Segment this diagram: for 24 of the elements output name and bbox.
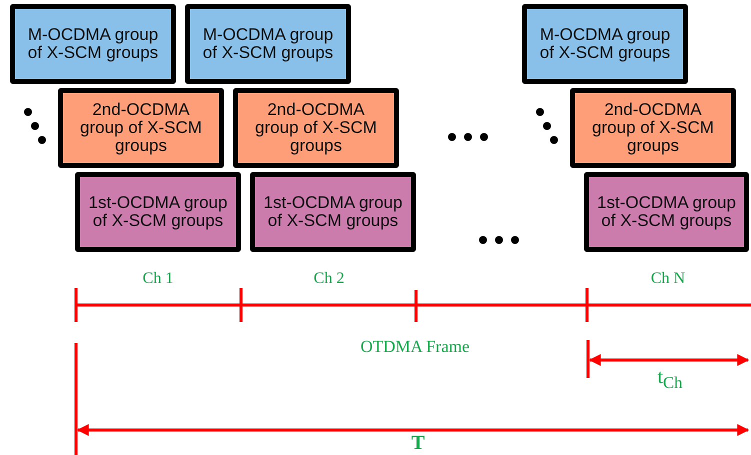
front-layer-box xyxy=(584,172,749,252)
box-text: M-OCDMA group of X-SCM groups xyxy=(538,26,672,62)
box-text: 1st-OCDMA group of X-SCM groups xyxy=(596,194,737,230)
middle-layer-box xyxy=(570,88,736,168)
front-layer-box xyxy=(75,172,241,252)
box-text: M-OCDMA group of X-SCM groups xyxy=(26,26,160,62)
box-text: M-OCDMA group of X-SCM groups xyxy=(202,26,334,62)
dimension-label: Ch 1 xyxy=(142,270,174,288)
dimension-label: Ch 2 xyxy=(314,270,344,288)
box-text: 2nd-OCDMA group of X-SCM groups xyxy=(254,101,378,155)
dimension-label: OTDMA Frame xyxy=(360,337,470,357)
back-layer-box xyxy=(10,4,176,84)
back-layer-box xyxy=(522,4,688,84)
dimension-label: Ch N xyxy=(650,270,686,288)
dimension-label: T xyxy=(411,432,425,455)
box-text: 1st-OCDMA group of X-SCM groups xyxy=(262,194,404,230)
middle-layer-box xyxy=(233,88,399,168)
back-layer-box xyxy=(185,4,351,84)
box-text: 2nd-OCDMA group of X-SCM groups xyxy=(79,101,203,155)
box-text: 2nd-OCDMA group of X-SCM groups xyxy=(591,101,715,155)
box-text: 1st-OCDMA group of X-SCM groups xyxy=(88,194,228,230)
dimension-label: t$_{Ch}$ xyxy=(658,366,682,393)
middle-layer-box xyxy=(58,88,224,168)
front-layer-box xyxy=(250,172,416,252)
